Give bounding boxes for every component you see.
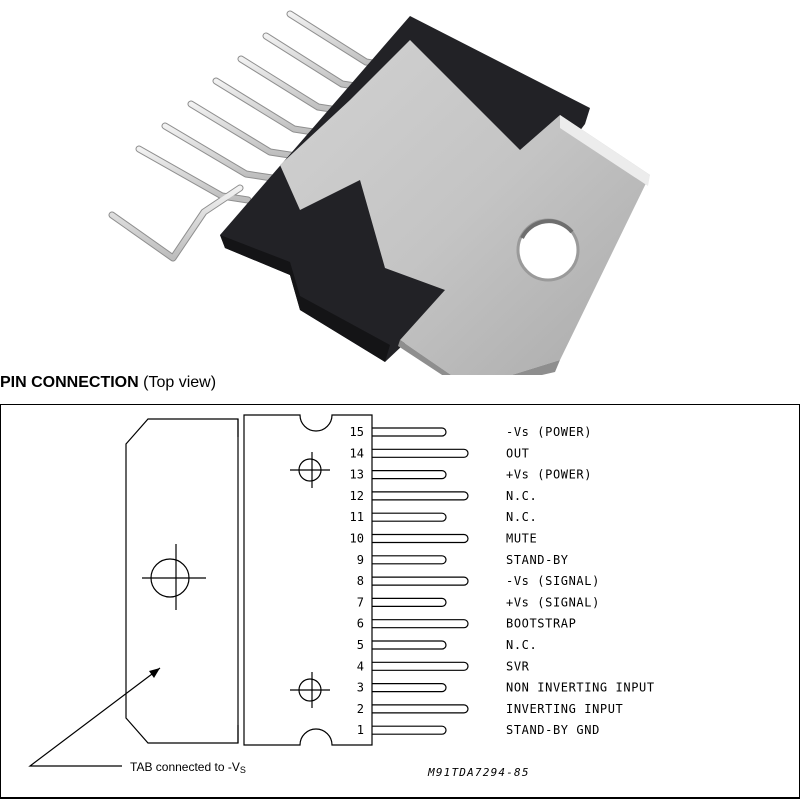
pin-label: N.C. [506, 638, 537, 652]
body-outline [243, 414, 373, 746]
pin-lead [372, 427, 447, 437]
pin-lead [372, 597, 447, 607]
pin-number: 3 [357, 681, 364, 695]
pin-lead [372, 661, 469, 671]
pin-number: 10 [350, 532, 364, 546]
pin-number: 5 [357, 638, 364, 652]
reference-code: M91TDA7294-85 [427, 766, 530, 779]
pin-lead [372, 512, 447, 522]
pin-label: MUTE [506, 532, 537, 546]
pin-label: -Vs (SIGNAL) [506, 574, 600, 588]
pin-label: STAND-BY GND [506, 723, 600, 737]
heat-tab [280, 40, 650, 375]
pin-number: 4 [357, 659, 364, 673]
tab-note-subscript: S [240, 765, 246, 775]
pin-lead [372, 640, 447, 650]
tab-note-text: TAB connected to -V [130, 760, 240, 774]
tab-outline [125, 418, 239, 744]
tab-leader-line [28, 667, 161, 767]
heading-bold: PIN CONNECTION [0, 374, 139, 391]
ic-leads [108, 10, 396, 262]
pin-number: 2 [357, 702, 364, 716]
pin-lead [372, 619, 469, 629]
pin-lead [372, 704, 469, 714]
pin-label: STAND-BY [506, 553, 569, 567]
pin-label: INVERTING INPUT [506, 702, 623, 716]
tab-note: TAB connected to -VS [130, 760, 246, 775]
pin-label: NON INVERTING INPUT [506, 681, 655, 695]
pin-label: N.C. [506, 489, 537, 503]
pin-lead [372, 725, 447, 735]
pin-label: N.C. [506, 510, 537, 524]
heading-normal: (Top view) [143, 374, 217, 391]
pin-lead [372, 448, 469, 458]
pin-lead [372, 683, 447, 693]
pin-number: 8 [357, 574, 364, 588]
pin-number: 9 [357, 553, 364, 567]
pin-number: 7 [357, 595, 364, 609]
pin-lead [372, 491, 469, 501]
pin-connection-heading: PIN CONNECTION (Top view) [0, 374, 216, 392]
pin-label: +Vs (SIGNAL) [506, 595, 600, 609]
pin-lead [372, 470, 447, 480]
pin-number: 11 [350, 510, 364, 524]
pin-label: +Vs (POWER) [506, 468, 592, 482]
pin-number: 14 [350, 446, 364, 460]
pin-label: OUT [506, 446, 529, 460]
pin-number: 1 [357, 723, 364, 737]
pin-lead [372, 555, 447, 565]
pin-lead [372, 533, 469, 544]
pin-lead [372, 576, 469, 586]
pin-label: BOOTSTRAP [506, 617, 576, 631]
pin-label: -Vs (POWER) [506, 425, 592, 439]
pin-number: 12 [350, 489, 364, 503]
ic-package-photo [108, 10, 650, 375]
pin-number: 15 [350, 425, 364, 439]
pin-number: 13 [350, 468, 364, 482]
pin-number: 6 [357, 617, 364, 631]
pin-label: SVR [506, 659, 530, 673]
